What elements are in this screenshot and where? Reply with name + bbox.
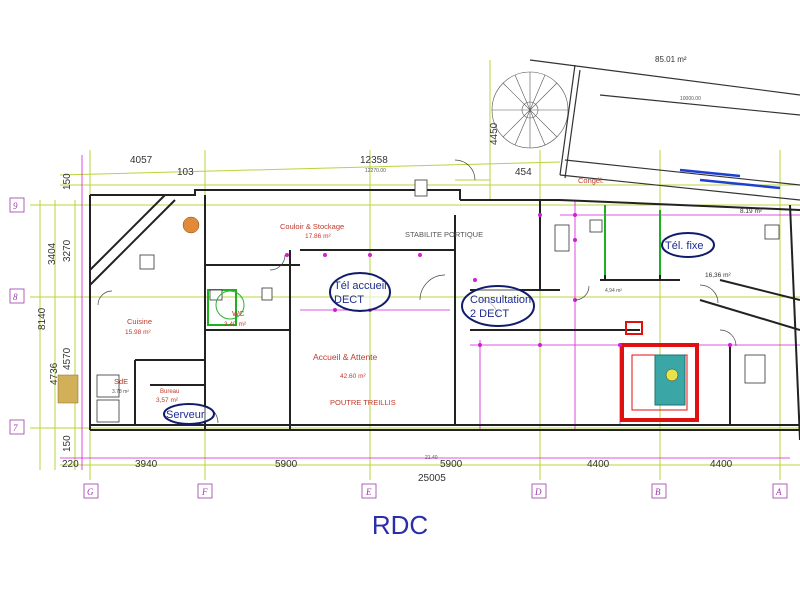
axis-9: 9	[13, 201, 18, 211]
room-cuisine-area: 15.98 m²	[125, 329, 151, 336]
svg-text:2 DECT: 2 DECT	[470, 308, 509, 320]
boiler-symbol	[182, 216, 200, 234]
dim-left-1: 150	[62, 173, 73, 190]
dim-left-6: 4736	[49, 362, 60, 385]
svg-text:Tél. fixe: Tél. fixe	[665, 240, 704, 252]
blue-walls	[679, 168, 781, 190]
stair-symbol	[57, 374, 79, 404]
dim-left-5: 4570	[62, 347, 73, 370]
poutre-label: POUTRE TREILLIS	[330, 398, 396, 407]
room-bureau-name: Bureau	[160, 389, 179, 395]
room-accueil-name: Accueil & Attente	[313, 352, 378, 362]
dim-top-6: 12270.00	[365, 168, 386, 174]
dim-left-3: 3270	[62, 239, 73, 262]
dim-bottom-3: 5900	[440, 459, 463, 470]
room-wc-area: 3.40 m²	[224, 321, 247, 328]
dim-bottom-0: 220	[62, 459, 79, 470]
green-room-lines	[207, 205, 661, 326]
magenta-lines	[60, 155, 800, 470]
axis-e: E	[365, 487, 372, 497]
fixtures	[96, 179, 780, 423]
dim-left-7: 150	[62, 435, 73, 452]
axis-b: B	[655, 487, 661, 497]
room-cuisine-name: Cuisine	[127, 317, 152, 326]
bubble-tel-accueil: Tél accueil DECT	[329, 272, 391, 312]
axis-markers-bottom: G F E D B A	[83, 483, 788, 499]
room-accueil-area: 42.60 m²	[340, 373, 366, 380]
room-wc-name: WC	[232, 309, 245, 318]
dim-top-3: 103	[177, 167, 194, 178]
main-walls	[89, 189, 800, 441]
dim-top-1: 4057	[130, 155, 153, 166]
dim-bottom-1: 3940	[135, 459, 158, 470]
bubble-tel-fixe: Tél. fixe	[661, 232, 715, 258]
svg-text:Tél accueil: Tél accueil	[334, 280, 387, 292]
dim-bottom-sub: 21.40	[425, 455, 438, 461]
dim-top-5: 4450	[489, 122, 500, 145]
svg-text:DECT: DECT	[334, 294, 364, 306]
axis-a: A	[775, 487, 782, 497]
axis-markers-left: 9 8 7	[9, 197, 25, 435]
room-sde-name: SdE	[114, 377, 128, 386]
room-r1-area: 4,94 m²	[605, 288, 622, 294]
room-bureau-area: 3,57 m²	[156, 397, 179, 404]
dim-left-2: 3404	[47, 242, 58, 265]
dim-bottom-4: 4400	[587, 459, 610, 470]
wc-turn-circle	[215, 290, 245, 320]
plan-title: RDC	[371, 510, 429, 540]
red-shaft	[620, 321, 699, 422]
dim-top-2: 12358	[360, 155, 388, 166]
room-sde-area: 3.78 m²	[112, 389, 129, 395]
spiral-stair	[491, 71, 569, 149]
room-congel: Congél.	[578, 176, 604, 185]
dim-bottom-total: 25005	[418, 473, 446, 484]
upper-wing	[529, 59, 800, 201]
room-couloir-name: Couloir & Stockage	[280, 222, 344, 231]
svg-text:Consultation: Consultation	[470, 294, 531, 306]
axis-7: 7	[13, 423, 18, 433]
door-arcs	[97, 159, 737, 424]
dim-bottom-5: 4400	[710, 459, 733, 470]
room-r2-area: 8.19 m²	[740, 208, 763, 215]
room-r3-area: 16,36 m²	[705, 272, 731, 279]
stair-dim: 10000.00	[680, 96, 701, 102]
top-area-label: 85.01 m²	[655, 55, 687, 64]
axis-f: F	[201, 487, 208, 497]
axis-g: G	[87, 487, 94, 497]
dim-top-4: 454	[515, 167, 532, 178]
dim-bottom-2: 5900	[275, 459, 298, 470]
dim-left-4: 8140	[37, 307, 48, 330]
room-couloir-area: 17.86 m²	[305, 233, 331, 240]
axis-d: D	[534, 487, 542, 497]
svg-text:Serveur: Serveur	[166, 409, 205, 421]
stabilite-label: STABILITE PORTIQUE	[405, 230, 483, 239]
bubble-serveur: Serveur	[163, 403, 215, 425]
axis-8: 8	[13, 292, 18, 302]
bubble-consultation: Consultation 2 DECT	[461, 285, 535, 327]
dimension-lines	[30, 60, 800, 480]
